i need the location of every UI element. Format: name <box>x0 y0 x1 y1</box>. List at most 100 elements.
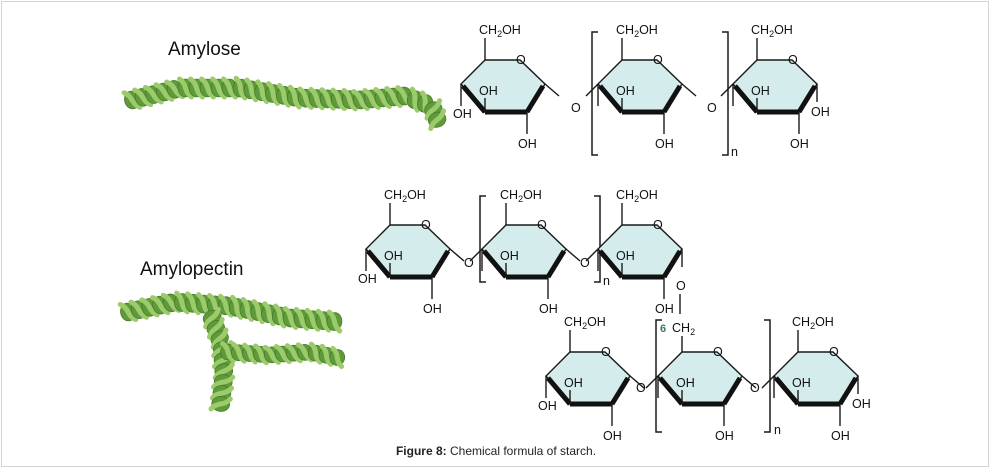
helix-turn-front <box>330 345 345 369</box>
helix-turn-front <box>341 87 358 112</box>
ring-oxygen-label: O <box>829 345 839 359</box>
ring-front-bond <box>598 84 624 114</box>
ch2oh-label: CH2OH <box>792 315 834 331</box>
c3-hydroxyl-label: OH <box>616 249 635 263</box>
ring-oxygen-label: O <box>421 218 431 232</box>
ch2oh-label: CH2OH <box>384 188 426 204</box>
glycosidic-bond <box>629 375 645 389</box>
c2-hydroxyl-label: OH <box>655 137 674 151</box>
ring-front-bond <box>366 249 392 279</box>
helix-turn-front <box>273 303 287 329</box>
amylopectin-branch-helix-vertical <box>202 306 236 412</box>
c2-hydroxyl-label: OH <box>539 302 558 316</box>
repeat-count-label: n <box>731 145 738 159</box>
amylose-title: Amylose <box>168 39 241 60</box>
ring-oxygen-label: O <box>653 53 663 67</box>
c3-hydroxyl-label: OH <box>676 376 695 390</box>
repeat-bracket-right <box>764 319 771 433</box>
figure-caption: Figure 8: Chemical formula of starch. <box>0 444 992 458</box>
helix-turn-front <box>428 108 446 132</box>
helix-turn-front <box>217 293 234 318</box>
helix-turn-front <box>139 297 160 318</box>
helix-turn-front <box>262 301 276 327</box>
ring-front-bond <box>461 84 487 114</box>
c1-hydroxyl-label: OH <box>811 105 830 119</box>
helix-turn-front <box>244 77 259 103</box>
glycosidic-bond <box>681 83 697 97</box>
glycosidic-bond <box>761 375 775 389</box>
repeat-bracket-right <box>722 31 729 156</box>
glycosidic-bond <box>720 83 734 97</box>
helix-turn-front <box>128 299 150 320</box>
helix-turn-front <box>384 86 403 108</box>
ring-front-bond <box>661 84 683 114</box>
amylopectin-main-helix <box>117 290 343 334</box>
helix-turn-front <box>315 308 332 333</box>
helix-turn-front <box>308 341 323 365</box>
ring-front-bond <box>598 249 624 279</box>
helix-turn-front <box>255 79 270 105</box>
helix-turn-front <box>319 343 334 367</box>
caption-prefix: Figure 8: <box>395 444 447 458</box>
c2-hydroxyl-label: OH <box>603 429 622 443</box>
helix-turn-front <box>185 291 201 316</box>
c1-hydroxyl-label: OH <box>852 397 871 411</box>
helix-turn-front <box>273 344 292 365</box>
glycosidic-bond <box>585 248 599 262</box>
helix-turn <box>428 108 447 132</box>
c2-hydroxyl-label: OH <box>790 137 809 151</box>
glycosidic-oxygen-label: O <box>571 101 581 115</box>
helix-turn-front <box>240 296 255 322</box>
glycosidic-oxygen-label: O <box>707 101 717 115</box>
c3-hydroxyl-label: OH <box>564 376 583 390</box>
helix-turn-front <box>220 341 236 363</box>
c2-hydroxyl-label: OH <box>831 429 850 443</box>
ring-front-bond <box>721 376 743 406</box>
helix-turn-front <box>230 294 244 320</box>
helix-turn-front <box>276 82 291 108</box>
helix-illustrations <box>117 75 447 412</box>
helix-turn-front <box>295 342 314 363</box>
c3-hydroxyl-label: OH <box>479 84 498 98</box>
helix-turn <box>210 76 228 100</box>
ch2oh-label: CH2OH <box>500 188 542 204</box>
glycosidic-oxygen-label: O <box>750 381 760 395</box>
helix-turn-front <box>297 86 314 110</box>
helix-turn-front <box>233 75 248 101</box>
helix-turn-front <box>132 87 154 108</box>
helix-turn-front <box>282 306 299 330</box>
c2-hydroxyl-label: OH <box>423 302 442 316</box>
helix-turn <box>177 76 195 100</box>
helix-turn-front <box>208 396 233 412</box>
ring-front-bond <box>546 376 572 406</box>
helix-turn-front <box>351 89 370 111</box>
helix-turn-front <box>206 317 225 340</box>
c3-hydroxyl-label: OH <box>616 84 635 98</box>
helix-turn-front <box>251 299 265 325</box>
helix-turn-front <box>304 307 321 332</box>
helix-turn-front <box>209 385 235 401</box>
ring-oxygen-label: O <box>788 53 798 67</box>
glycosidic-oxygen-label: O <box>580 256 590 270</box>
c3-hydroxyl-label: OH <box>384 249 403 263</box>
helix-turn-front <box>330 87 347 111</box>
helix-turn <box>329 345 346 369</box>
repeat-bracket-right <box>594 195 601 283</box>
c2-hydroxyl-label: OH <box>518 137 537 151</box>
helix-turn-front <box>142 84 164 105</box>
c2-hydroxyl-label: OH <box>715 429 734 443</box>
caption-text: Chemical formula of starch. <box>446 444 597 458</box>
glycosidic-oxygen-label: O <box>636 381 646 395</box>
helix-turn-front <box>319 87 336 111</box>
glycosidic-bond <box>469 248 483 262</box>
carbon-six-label: 6 <box>660 323 666 335</box>
helix-turn-front <box>150 295 171 316</box>
helix-turn-front <box>211 374 236 390</box>
helix-turn <box>297 86 314 110</box>
ring-front-bond <box>796 84 818 114</box>
ch2oh-label: CH2OH <box>479 23 521 39</box>
